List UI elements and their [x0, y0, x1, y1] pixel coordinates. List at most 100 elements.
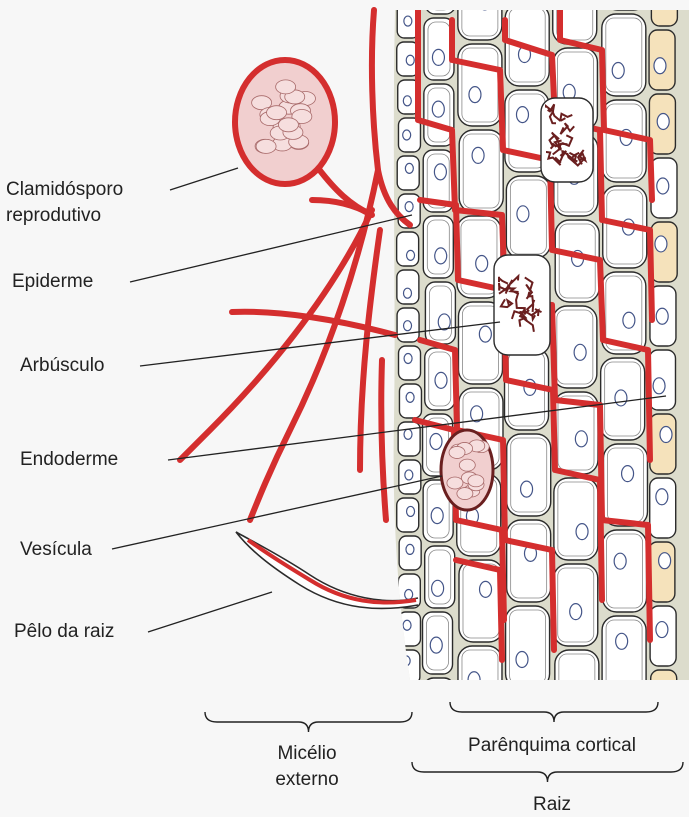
cell [649, 542, 675, 602]
cell [506, 606, 550, 688]
cell [397, 232, 419, 266]
nucleus [479, 326, 491, 342]
spore-granule [278, 118, 298, 132]
nucleus [405, 163, 413, 173]
nucleus [432, 49, 444, 65]
label-epidermis: Epiderme [12, 270, 93, 294]
cell [397, 270, 419, 304]
root-hair [236, 532, 418, 608]
nucleus [402, 656, 410, 666]
label-external-mycelium-line2: externo [275, 768, 338, 792]
nucleus [406, 544, 414, 554]
vesicle-granule [459, 459, 475, 471]
nucleus [434, 164, 446, 180]
nucleus [407, 250, 415, 260]
vesicle-group [441, 430, 493, 510]
leader-line [170, 168, 238, 190]
nucleus [405, 470, 413, 480]
nucleus [654, 58, 666, 74]
nucleus [660, 427, 672, 443]
cell [650, 478, 676, 538]
nucleus [403, 620, 411, 630]
spore-granule [276, 80, 296, 94]
nucleus [429, 713, 441, 729]
spore-stalk [318, 168, 372, 215]
root-hair-cell [236, 532, 418, 608]
cell [554, 478, 598, 560]
nucleus [472, 147, 484, 163]
label-arbuscule: Arbúsculo [20, 354, 105, 378]
cell [507, 434, 551, 516]
nucleus [655, 0, 667, 1]
cell [553, 306, 597, 388]
cell [603, 530, 647, 612]
nucleus [438, 314, 450, 330]
nucleus [576, 684, 588, 700]
label-chlamydospore-line1: Clamidósporo [6, 178, 123, 202]
cell [651, 0, 677, 26]
cell [650, 414, 676, 474]
nucleus [430, 433, 442, 449]
nucleus [407, 506, 415, 516]
nucleus [616, 633, 628, 649]
nucleus [469, 87, 481, 103]
nucleus [403, 96, 411, 106]
nucleus [432, 580, 444, 596]
leader-line [130, 215, 412, 282]
cell [425, 0, 455, 14]
label-root-hair: Pêlo da raiz [14, 620, 114, 644]
nucleus [575, 431, 587, 447]
vesicle-granule [447, 477, 463, 489]
nucleus [655, 236, 667, 252]
cell [398, 650, 420, 684]
nucleus [404, 16, 412, 26]
cell [651, 670, 677, 730]
nucleus [435, 248, 447, 264]
brace [450, 702, 658, 722]
nucleus [657, 178, 669, 194]
nucleus [570, 604, 582, 620]
nucleus [432, 101, 444, 117]
nucleus [468, 672, 480, 688]
vesicle-granule [468, 475, 484, 487]
cortical-cells [397, 0, 678, 740]
label-chlamydospore-line2: reprodutivo [6, 204, 101, 228]
cell [603, 444, 647, 526]
label-endodermis: Endoderme [20, 448, 118, 472]
cell [424, 678, 454, 740]
nucleus [431, 508, 443, 524]
nucleus [517, 206, 529, 222]
cell [555, 650, 599, 732]
nucleus [403, 288, 411, 298]
nucleus [614, 553, 626, 569]
nucleus [622, 466, 634, 482]
inner-membrane [607, 0, 643, 6]
cell [603, 0, 647, 10]
nucleus [406, 392, 414, 402]
cell [458, 646, 502, 728]
cell [459, 560, 503, 642]
nucleus [480, 581, 492, 597]
nucleus [479, 0, 491, 10]
nucleus [516, 651, 528, 667]
nucleus [521, 481, 533, 497]
external-hypha [381, 360, 386, 520]
nucleus [406, 55, 414, 65]
nucleus [516, 107, 528, 123]
nucleus [404, 354, 412, 364]
nucleus [404, 321, 412, 331]
nucleus [403, 130, 411, 140]
label-external-mycelium-line1: Micélio [277, 742, 336, 766]
nucleus [659, 553, 671, 569]
label-cortical-parenchyma: Parênquima cortical [468, 734, 636, 758]
nucleus [476, 255, 488, 271]
nucleus [615, 390, 627, 406]
vesicle-granule [449, 446, 465, 458]
nucleus [656, 489, 668, 505]
brace [412, 762, 683, 782]
leader-line [148, 592, 272, 632]
leader-line [112, 476, 442, 549]
nucleus [430, 637, 442, 653]
